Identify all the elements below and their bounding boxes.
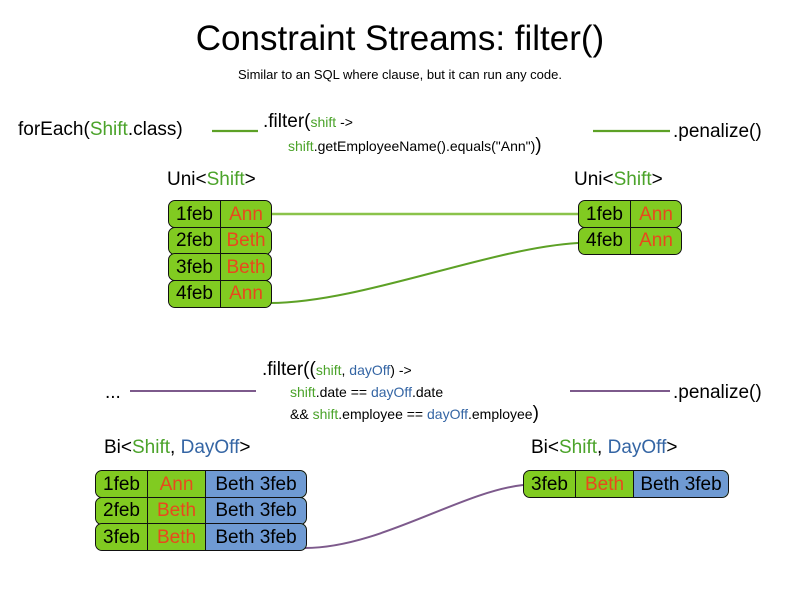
page-title: Constraint Streams: filter() xyxy=(195,19,605,58)
bi-filter-line-1: .filter((shift, dayOff) -> xyxy=(262,358,412,382)
foreach-type: Shift xyxy=(89,119,128,140)
bi-in-type1: Shift xyxy=(132,437,171,458)
bi-line3-tail: .employee xyxy=(468,406,533,422)
bi-line2-mid: .date == xyxy=(315,384,371,400)
uni-filter-line-2: shift.getEmployeeName().equals("Ann")) xyxy=(288,134,542,158)
shift-employee: Beth xyxy=(148,497,206,524)
bi-in-suffix: > xyxy=(239,437,251,458)
foreach-prefix: forEach( xyxy=(18,119,90,140)
bi-in-comma: , xyxy=(170,437,181,458)
shift-employee: Beth xyxy=(221,254,271,280)
shift-card[interactable]: 2feb Beth xyxy=(168,226,272,255)
shift-card[interactable]: 3feb Beth xyxy=(168,253,272,281)
bi-input-type-label: Bi<Shift, DayOff> xyxy=(104,436,250,459)
shift-employee: Beth xyxy=(576,471,634,497)
shift-employee: Ann xyxy=(221,201,271,227)
shift-dayoff-card[interactable]: 1feb Ann Beth 3feb xyxy=(95,470,307,498)
uni-filter-line-1: .filter(shift -> xyxy=(263,110,353,134)
shift-employee: Ann xyxy=(631,227,681,254)
uni-filter-close-paren: ) xyxy=(535,135,542,156)
shift-card[interactable]: 1feb Ann xyxy=(168,200,272,228)
wire-bi-3feb xyxy=(304,484,524,549)
uni-out-type: Shift xyxy=(613,169,652,190)
bi-line3-shift: shift xyxy=(312,406,339,422)
shift-dayoff-card[interactable]: 3feb Beth Beth 3feb xyxy=(95,523,307,551)
uni-input-type-label: Uni<Shift> xyxy=(167,168,256,191)
shift-date: 2feb xyxy=(169,227,221,254)
bi-filter-line-2: shift.date == dayOff.date xyxy=(290,380,443,404)
uni-out-suffix: > xyxy=(651,169,663,190)
bi-out-comma: , xyxy=(597,437,608,458)
shift-employee: Beth xyxy=(221,227,271,254)
uni-out-prefix: Uni< xyxy=(574,169,614,190)
shift-date: 3feb xyxy=(96,524,148,550)
bi-out-suffix: > xyxy=(666,437,678,458)
uni-filter-prefix: .filter( xyxy=(263,111,311,132)
dayoff-cell: Beth 3feb xyxy=(206,524,306,550)
bi-line3-dayoff: dayOff xyxy=(427,406,468,422)
bi-filter-line-3: && shift.employee == dayOff.employee) xyxy=(290,402,539,426)
bi-line2-tail: .date xyxy=(411,384,444,400)
bi-in-type2: DayOff xyxy=(180,437,240,458)
bi-line3-and: && xyxy=(290,406,313,422)
shift-date: 1feb xyxy=(96,471,148,497)
shift-card[interactable]: 1feb Ann xyxy=(578,200,682,228)
bi-input-stack: 1feb Ann Beth 3feb 2feb Beth Beth 3feb 3… xyxy=(95,470,307,551)
dayoff-cell: Beth 3feb xyxy=(634,471,728,497)
foreach-source-label: forEach(Shift.class) xyxy=(18,118,183,141)
bi-filter-close-paren: ) xyxy=(532,403,539,424)
uni-output-type-label: Uni<Shift> xyxy=(574,168,663,191)
uni-penalize-label: .penalize() xyxy=(673,121,762,142)
shift-date: 2feb xyxy=(96,497,148,524)
bi-filter-param-dayoff: dayOff xyxy=(349,362,391,378)
bi-output-stack: 3feb Beth Beth 3feb xyxy=(523,470,729,498)
shift-date: 4feb xyxy=(579,227,631,254)
shift-employee: Ann xyxy=(631,201,681,227)
uni-output-stack: 1feb Ann 4feb Ann xyxy=(578,200,682,255)
bi-out-prefix: Bi< xyxy=(531,437,559,458)
shift-dayoff-card[interactable]: 2feb Beth Beth 3feb xyxy=(95,496,307,525)
shift-dayoff-card[interactable]: 3feb Beth Beth 3feb xyxy=(523,470,729,498)
shift-date: 3feb xyxy=(524,471,576,497)
bi-filter-param-shift: shift xyxy=(315,362,342,378)
bi-line2-shift: shift xyxy=(290,384,316,400)
shift-date: 1feb xyxy=(169,201,221,227)
dayoff-cell: Beth 3feb xyxy=(206,497,306,524)
uni-in-type: Shift xyxy=(206,169,245,190)
uni-in-prefix: Uni< xyxy=(167,169,207,190)
uni-filter-arrow: -> xyxy=(336,114,353,130)
shift-date: 4feb xyxy=(169,280,221,307)
bi-source-label: ... xyxy=(105,382,121,403)
uni-filter-param: shift xyxy=(310,114,337,130)
page-subtitle: Similar to an SQL where clause, but it c… xyxy=(238,67,562,82)
bi-filter-arrow: ) -> xyxy=(390,362,412,378)
uni-filter-body-param: shift xyxy=(288,138,314,154)
shift-card[interactable]: 4feb Ann xyxy=(578,226,682,255)
bi-in-prefix: Bi< xyxy=(104,437,132,458)
bi-out-type2: DayOff xyxy=(607,437,667,458)
uni-input-stack: 1feb Ann 2feb Beth 3feb Beth 4feb Ann xyxy=(168,200,272,308)
uni-filter-body-call: .getEmployeeName().equals("Ann") xyxy=(313,138,536,154)
shift-date: 3feb xyxy=(169,254,221,280)
shift-card[interactable]: 4feb Ann xyxy=(168,279,272,308)
bi-line2-dayoff: dayOff xyxy=(370,384,412,400)
bi-out-type1: Shift xyxy=(559,437,598,458)
bi-penalize-label: .penalize() xyxy=(673,382,762,403)
shift-employee: Beth xyxy=(148,524,206,550)
foreach-suffix: .class) xyxy=(127,119,183,140)
bi-output-type-label: Bi<Shift, DayOff> xyxy=(531,436,677,459)
shift-employee: Ann xyxy=(221,280,271,307)
uni-in-suffix: > xyxy=(244,169,256,190)
bi-filter-comma: , xyxy=(341,362,350,378)
bi-filter-prefix: .filter(( xyxy=(262,359,316,380)
wire-uni-4feb xyxy=(269,242,579,304)
shift-date: 1feb xyxy=(579,201,631,227)
bi-line3-mid: .employee == xyxy=(338,406,427,422)
shift-employee: Ann xyxy=(148,471,206,497)
dayoff-cell: Beth 3feb xyxy=(206,471,306,497)
